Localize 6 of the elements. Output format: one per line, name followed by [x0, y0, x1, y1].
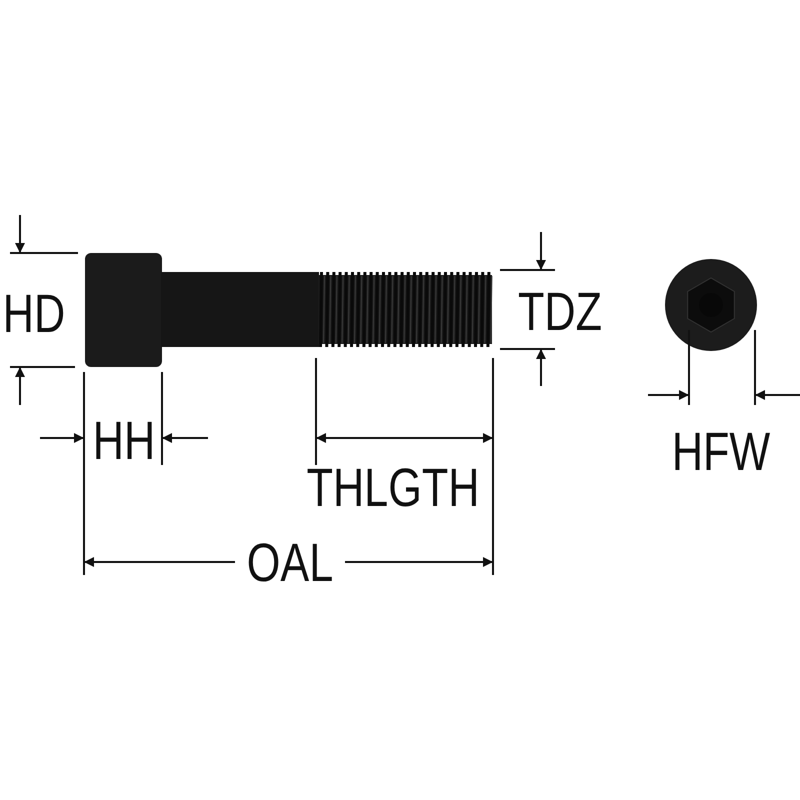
dimension-label: TDZ [518, 285, 602, 339]
dimension-label: THLGTH [306, 461, 480, 515]
dimension-label: HFW [672, 425, 770, 479]
dimension-label: HH [92, 414, 156, 468]
dimension-label: OAL [246, 536, 334, 590]
dimension-label: HD [2, 287, 66, 341]
